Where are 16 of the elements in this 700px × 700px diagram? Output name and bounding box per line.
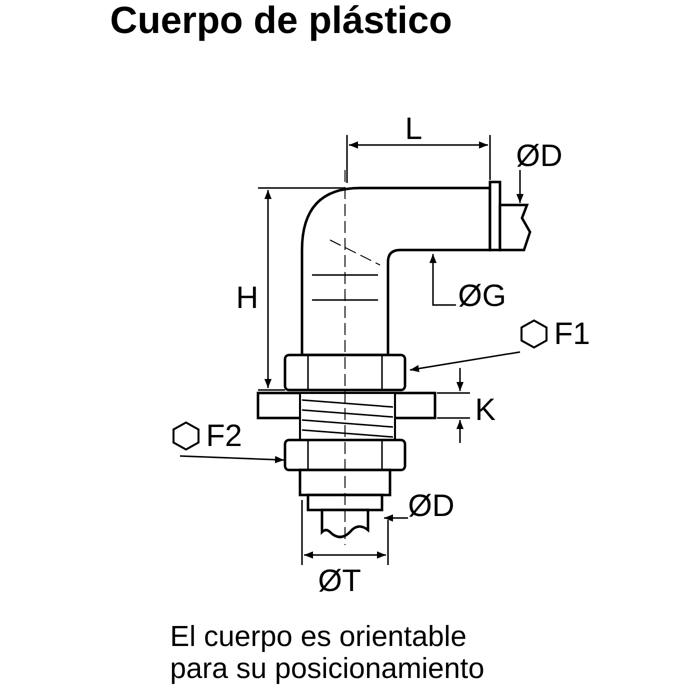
title: Cuerpo de plástico — [110, 2, 452, 40]
caption: El cuerpo es orientable para su posicionamiento — [170, 622, 486, 686]
dimension-label: F1 — [554, 318, 590, 349]
leader-line — [384, 514, 408, 522]
dimension-label: F2 — [206, 420, 242, 451]
leader-line — [516, 170, 524, 203]
dimension-label: L — [405, 113, 422, 144]
leader-line — [410, 351, 520, 372]
dimension-label: ØG — [458, 280, 506, 311]
dimension-label: ØT — [318, 565, 362, 596]
leader-line — [429, 254, 456, 306]
dimension-label: ØD — [408, 490, 454, 521]
dimension-label: H — [236, 282, 258, 313]
dimension-label: ØD — [516, 140, 562, 171]
dimension-label: K — [475, 394, 496, 425]
leader-line — [180, 455, 284, 464]
